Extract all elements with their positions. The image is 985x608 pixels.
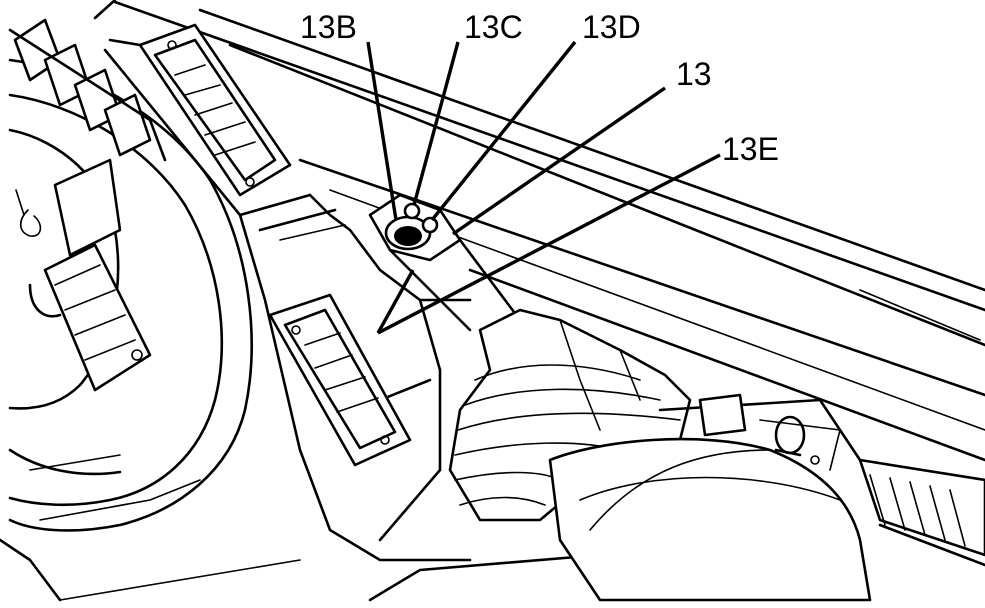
leader-13b [366, 41, 398, 221]
right-vent-grille [858, 458, 985, 567]
callout-13e: 13E [722, 131, 779, 167]
right-knob [759, 415, 841, 471]
callout-13c: 13C [464, 9, 523, 45]
armrest [548, 393, 872, 602]
switch-bank-left [28, 158, 152, 392]
callout-labels: 13B 13C 13D 13 13E [300, 9, 779, 167]
callout-13b: 13B [300, 9, 357, 45]
callout-13d: 13D [582, 9, 641, 45]
leader-13c [412, 41, 460, 206]
lower-air-vent [268, 293, 412, 467]
leader-13e-b [376, 269, 415, 334]
leader-13e-a [377, 153, 721, 335]
leader-13 [452, 86, 666, 236]
callout-13: 13 [676, 56, 712, 92]
switch-bank-upper [8, 18, 167, 162]
center-console [59, 193, 602, 602]
leader-lines [366, 40, 721, 335]
leader-13d [430, 40, 577, 222]
